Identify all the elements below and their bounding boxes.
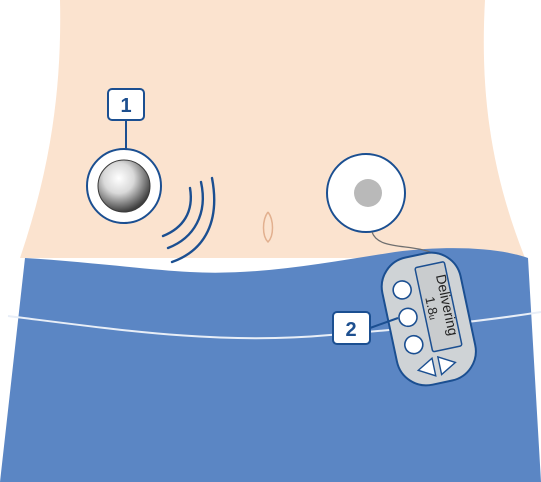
torso-skin bbox=[20, 0, 525, 258]
glucose-sensor bbox=[87, 149, 161, 223]
infusion-cannula bbox=[354, 179, 382, 207]
callout-1-number: 1 bbox=[120, 95, 131, 117]
infusion-site bbox=[327, 154, 405, 232]
callout-2-number: 2 bbox=[345, 319, 356, 341]
sensor-disc bbox=[98, 160, 150, 212]
